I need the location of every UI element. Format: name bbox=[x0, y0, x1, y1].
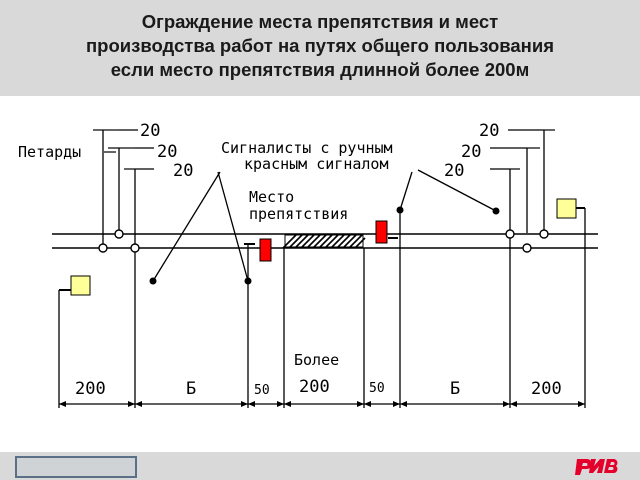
signalmen-label-line-2: красным сигналом bbox=[244, 155, 389, 173]
dimension-arrows bbox=[59, 401, 585, 407]
petards-label: Петарды bbox=[18, 143, 81, 161]
yellow-signal-left bbox=[59, 275, 91, 296]
footer-placeholder-box bbox=[15, 456, 137, 478]
signalmen-label-line-1: Сигналисты с ручным bbox=[221, 139, 393, 157]
petard-left-1 bbox=[98, 243, 108, 253]
right-distance-mid: 20 bbox=[461, 142, 481, 162]
title-line-2: производства работ на путях общего польз… bbox=[85, 35, 555, 56]
petard-right-2 bbox=[522, 243, 532, 253]
left-spacing-dims bbox=[93, 129, 154, 170]
left-distance-mid: 20 bbox=[157, 142, 177, 162]
dim-middle-200: 200 bbox=[299, 377, 330, 397]
slide-title: Ограждение места препятствия и мест прои… bbox=[20, 10, 620, 82]
title-line-1: Ограждение места препятствия и мест bbox=[141, 11, 499, 32]
obstacle-label-line-2: препятствия bbox=[249, 205, 348, 223]
dim-left-200: 200 bbox=[75, 379, 106, 399]
right-distance-top: 20 bbox=[479, 121, 499, 141]
right-distance-low: 20 bbox=[444, 161, 464, 181]
dim-right-200: 200 bbox=[531, 379, 562, 399]
right-spacing-dims bbox=[490, 129, 555, 170]
reference-lines bbox=[58, 130, 586, 408]
left-distance-low: 20 bbox=[173, 161, 193, 181]
petard-right-3 bbox=[539, 229, 549, 239]
rzd-logo-icon bbox=[575, 459, 618, 475]
obstacle-fencing-diagram: Петарды Сигналисты с ручным красным сигн… bbox=[18, 121, 598, 408]
petard-right-1 bbox=[505, 229, 515, 239]
red-signal-left bbox=[244, 238, 272, 262]
more-label: Более bbox=[294, 351, 339, 369]
dim-right-b: Б bbox=[450, 379, 460, 399]
title-line-3: если место препятствия длинной более 200… bbox=[110, 59, 530, 80]
obstacle-block bbox=[282, 234, 366, 249]
left-distance-top: 20 bbox=[140, 121, 160, 141]
title-band bbox=[0, 0, 640, 96]
dim-left-50: 50 bbox=[254, 383, 270, 398]
red-signal-right bbox=[375, 220, 398, 244]
dim-left-b: Б bbox=[186, 379, 196, 399]
petard-left-3 bbox=[130, 243, 140, 253]
signalmen-leaders bbox=[152, 169, 497, 282]
obstacle-label-line-1: Место bbox=[249, 188, 294, 206]
petard-left-2 bbox=[114, 229, 124, 239]
yellow-signal-right bbox=[556, 198, 585, 219]
dim-right-50: 50 bbox=[369, 381, 385, 396]
